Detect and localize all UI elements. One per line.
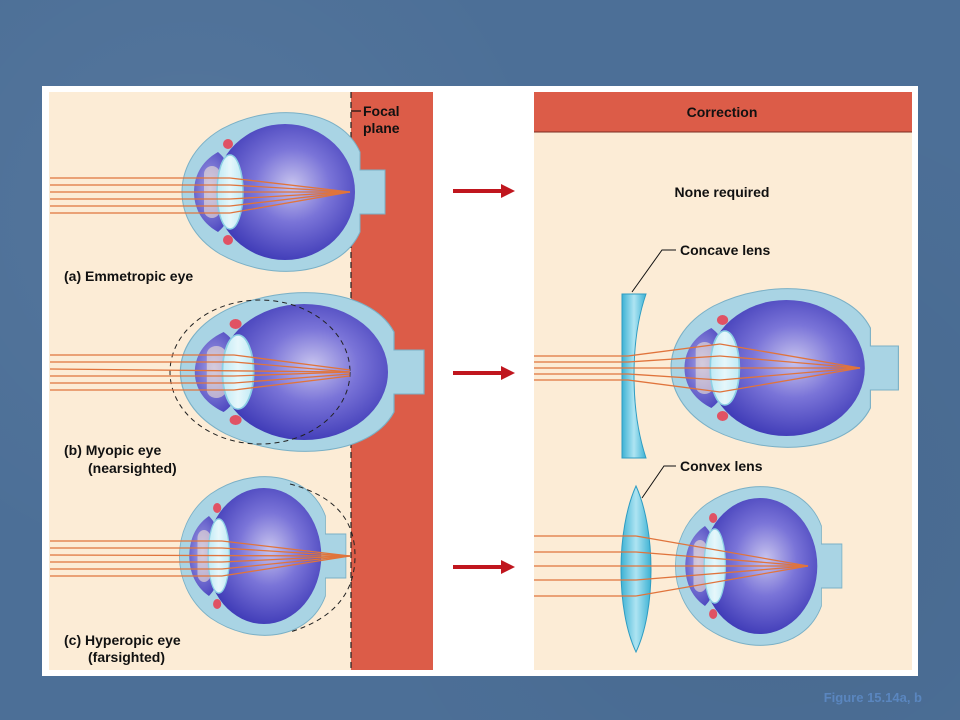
corrected-myopic-eye [534,287,900,449]
corrected-hyperopic-eye [534,485,843,647]
arrows [453,184,515,574]
correction-title: Correction [687,104,758,120]
label-myopic-sub: (nearsighted) [88,460,177,476]
convex-lens [620,484,652,654]
light-rays-b [49,354,351,391]
none-required-label: None required [675,184,770,200]
arrow-c [453,560,515,574]
light-rays-a [50,177,351,214]
label-myopic: (b) Myopic eye [64,442,161,458]
arrow-a [453,184,515,198]
label-emmetropic: (a) Emmetropic eye [64,268,193,284]
focal-plane-label-2: plane [363,120,400,136]
emmetropic-eye [50,111,386,273]
label-hyperopic: (c) Hyperopic eye [64,632,181,648]
convex-lens-label: Convex lens [680,458,763,474]
concave-lens [621,293,647,459]
light-rays-convex [534,535,809,597]
arrow-b [453,366,515,380]
focal-plane-label-1: Focal [363,103,400,119]
hyperopic-eye [49,475,356,637]
concave-lens-label: Concave lens [680,242,770,258]
myopic-eye [49,291,425,453]
correction-header [534,92,912,132]
concave-pointer [631,249,676,293]
label-hyperopic-sub: (farsighted) [88,649,165,665]
light-rays-c [49,540,351,577]
light-rays-concave [534,343,861,393]
convex-pointer [641,465,676,499]
figure-caption: Figure 15.14a, b [823,690,922,705]
middle-gap [440,86,528,676]
